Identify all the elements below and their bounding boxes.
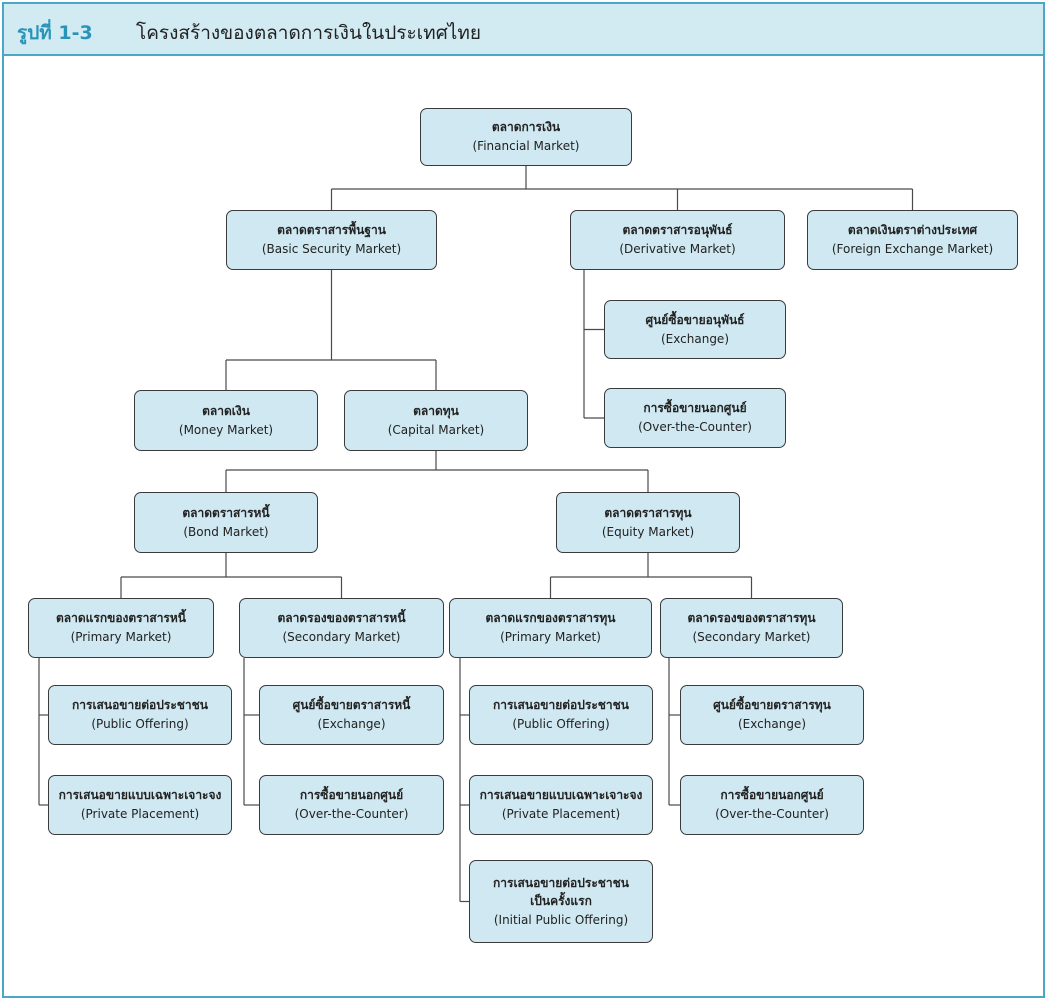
node-thai-label: ตลาดทุน [413, 403, 459, 418]
node-thai-label: การเสนอขายแบบเฉพาะเจาะจง [479, 788, 643, 803]
node-thai-label: การซื้อขายนอกศูนย์ [720, 788, 824, 803]
node-thai-label: ตลาดตราสารอนุพันธ์ [622, 223, 733, 238]
node-english-label: (Exchange) [317, 717, 386, 731]
org-chart: ตลาดการเงิน (Financial Market) ตลาดตราสารพ… [4, 4, 1043, 996]
node-english-label: (Basic Security Market) [261, 242, 402, 256]
node-thai-label: ตลาดแรกของตราสารทุน [485, 611, 616, 626]
node-english-label: (Capital Market) [387, 422, 485, 437]
node-derivative-otc: การซื้อขายนอกศูนย์ (Over-the-Counter) [604, 388, 786, 448]
node-money-market: ตลาดเงิน (Money Market) [134, 390, 318, 451]
node-thai-label: ตลาดเงิน [202, 403, 250, 418]
node-thai-label: ตลาดการเงิน [491, 120, 561, 135]
node-bond-public-offering: การเสนอขายต่อประชาชน (Public Offering) [48, 685, 232, 745]
connector-lines [38, 166, 914, 903]
node-basic-security-market: ตลาดตราสารพื้นฐาน (Basic Security Market) [226, 210, 437, 270]
node-equity-public-offering: การเสนอขายต่อประชาชน (Public Offering) [469, 685, 653, 745]
node-english-label: (Equity Market) [601, 524, 695, 539]
node-bond-primary-market: ตลาดแรกของตราสารหนี้ (Primary Market) [28, 598, 214, 658]
node-thai-label: ตลาดรองของตราสารหนี้ [277, 611, 406, 626]
node-equity-exchange: ศูนย์ซื้อขายตราสารทุน (Exchange) [680, 685, 864, 745]
node-equity-otc: การซื้อขายนอกศูนย์ (Over-the-Counter) [680, 775, 864, 835]
node-equity-private-placement: การเสนอขายแบบเฉพาะเจาะจง (Private Placeme… [469, 775, 653, 835]
figure-title: โครงสร้างของตลาดการเงินในประเทศไทย [136, 22, 481, 44]
node-thai-label: ตลาดเงินตราต่างประเทศ [847, 223, 978, 238]
node-thai-label: ตลาดตราสารหนี้ [182, 505, 270, 520]
node-thai-label: ตลาดตราสารพื้นฐาน [277, 223, 386, 238]
node-thai-label: ตลาดตราสารทุน [604, 505, 692, 520]
node-english-label: (Private Placement) [80, 807, 200, 821]
node-english-label: (Private Placement) [501, 807, 621, 821]
node-derivative-market: ตลาดตราสารอนุพันธ์ (Derivative Market) [570, 210, 785, 270]
node-bond-private-placement: การเสนอขายแบบเฉพาะเจาะจง (Private Placeme… [48, 775, 232, 835]
node-equity-market: ตลาดตราสารทุน (Equity Market) [556, 492, 740, 553]
node-thai-label: การเสนอขายต่อประชาชน [493, 875, 629, 890]
node-thai-label: การเสนอขายต่อประชาชน [493, 698, 629, 713]
node-capital-market: ตลาดทุน (Capital Market) [344, 390, 528, 451]
node-financial-market: ตลาดการเงิน (Financial Market) [420, 108, 632, 166]
node-english-label: (Primary Market) [70, 630, 172, 644]
node-thai-label: ศูนย์ซื้อขายอนุพันธ์ [645, 312, 745, 327]
node-bond-exchange: ศูนย์ซื้อขายตราสารหนี้ (Exchange) [259, 685, 444, 745]
node-thai-label: ตลาดรองของตราสารทุน [687, 611, 816, 626]
node-bond-secondary-market: ตลาดรองของตราสารหนี้ (Secondary Market) [239, 598, 444, 658]
node-english-label: (Secondary Market) [692, 630, 811, 644]
figure-header: รูปที่ 1-3 โครงสร้างของตลาดการเงินในประเ… [4, 4, 1043, 56]
node-foreign-exchange-market: ตลาดเงินตราต่างประเทศ (Foreign Exchange M… [807, 210, 1018, 270]
node-thai-label: การซื้อขายนอกศูนย์ [643, 401, 747, 416]
node-english-label: (Money Market) [178, 422, 274, 437]
node-english-label: (Exchange) [738, 717, 806, 731]
node-english-label: (Foreign Exchange Market) [831, 242, 994, 256]
node-thai-label: เป็นครั้งแรก [530, 894, 592, 909]
node-english-label: (Primary Market) [500, 630, 601, 644]
node-english-label: (Public Offering) [512, 717, 610, 731]
node-english-label: (Over-the-Counter) [638, 420, 752, 434]
node-english-label: (Public Offering) [91, 717, 189, 731]
node-equity-primary-market: ตลาดแรกของตราสารทุน (Primary Market) [449, 598, 652, 658]
node-equity-ipo: การเสนอขายต่อประชาชนเป็นครั้งแรก (Initial… [469, 860, 653, 943]
node-english-label: (Financial Market) [472, 139, 580, 153]
node-bond-otc: การซื้อขายนอกศูนย์ (Over-the-Counter) [259, 775, 444, 835]
node-thai-label: ศูนย์ซื้อขายตราสารหนี้ [292, 698, 411, 713]
node-english-label: (Derivative Market) [619, 242, 736, 256]
node-thai-label: ตลาดแรกของตราสารหนี้ [56, 611, 186, 626]
node-equity-secondary-market: ตลาดรองของตราสารทุน (Secondary Market) [660, 598, 843, 658]
node-derivative-exchange: ศูนย์ซื้อขายอนุพันธ์ (Exchange) [604, 300, 786, 359]
node-english-label: (Over-the-Counter) [294, 807, 409, 821]
node-bond-market: ตลาดตราสารหนี้ (Bond Market) [134, 492, 318, 553]
node-thai-label: ศูนย์ซื้อขายตราสารทุน [713, 698, 831, 713]
node-thai-label: การซื้อขายนอกศูนย์ [299, 788, 404, 803]
node-english-label: (Initial Public Offering) [493, 912, 629, 927]
node-english-label: (Over-the-Counter) [715, 807, 829, 821]
node-thai-label: การเสนอขายแบบเฉพาะเจาะจง [58, 788, 222, 803]
figure-label: รูปที่ 1-3 [17, 22, 93, 44]
node-english-label: (Exchange) [661, 331, 729, 346]
node-thai-label: การเสนอขายต่อประชาชน [72, 698, 208, 713]
node-english-label: (Secondary Market) [282, 630, 401, 644]
node-english-label: (Bond Market) [183, 524, 269, 539]
